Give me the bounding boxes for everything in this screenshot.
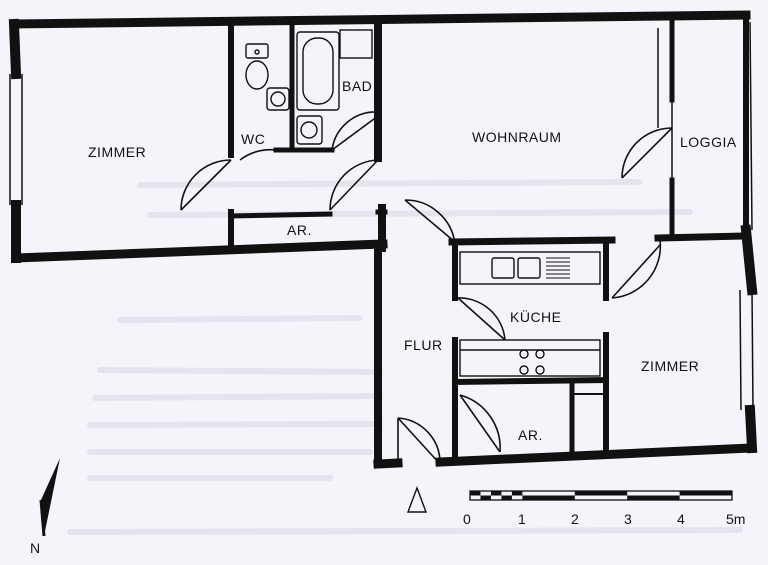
scale-segment — [679, 491, 732, 496]
room-label-loggia: LOGGIA — [680, 134, 737, 150]
room-label-wc: WC — [241, 131, 265, 147]
scale-segment — [470, 491, 481, 496]
scale-tick-labels: 0 1 2 3 4 5m — [463, 511, 745, 527]
sanitary-fixtures — [245, 29, 373, 145]
room-label-bad: BAD — [342, 78, 372, 94]
scale-segment — [627, 495, 680, 500]
scale-segment — [490, 491, 502, 496]
north-label: N — [30, 540, 41, 556]
room-labels: ZIMMER WC BAD WOHNRAUM LOGGIA AR. KÜCHE … — [88, 78, 737, 443]
kitchen-fixtures — [459, 251, 601, 377]
windows — [9, 21, 754, 411]
room-label-zimmer-right: ZIMMER — [641, 358, 699, 374]
north-arrow-icon — [39, 458, 60, 537]
scale-tick-5m: 5m — [726, 511, 745, 527]
room-label-zimmer-left: ZIMMER — [88, 144, 146, 160]
scale-bar — [469, 490, 733, 501]
scale-tick-4: 4 — [677, 511, 685, 527]
room-label-abstellraum-top: AR. — [287, 222, 312, 238]
scale-tick-1: 1 — [518, 511, 526, 527]
room-label-flur: FLUR — [404, 337, 443, 353]
scale-tick-0: 0 — [463, 511, 471, 527]
room-label-kueche: KÜCHE — [510, 308, 562, 325]
doors — [180, 111, 673, 465]
entrance-triangle-icon — [406, 486, 428, 513]
scale-segment — [480, 495, 491, 500]
scale-tick-3: 3 — [624, 511, 632, 527]
room-label-abstellraum-bottom: AR. — [518, 427, 543, 443]
scale-segment — [574, 491, 628, 496]
room-label-wohnraum: WOHNRAUM — [472, 129, 562, 145]
walls — [8, 10, 758, 469]
background-bleed-through — [67, 179, 743, 535]
scale-segment — [501, 495, 512, 500]
scale-tick-2: 2 — [571, 511, 579, 527]
scale-segment — [522, 495, 575, 500]
scale-segment — [511, 491, 523, 496]
